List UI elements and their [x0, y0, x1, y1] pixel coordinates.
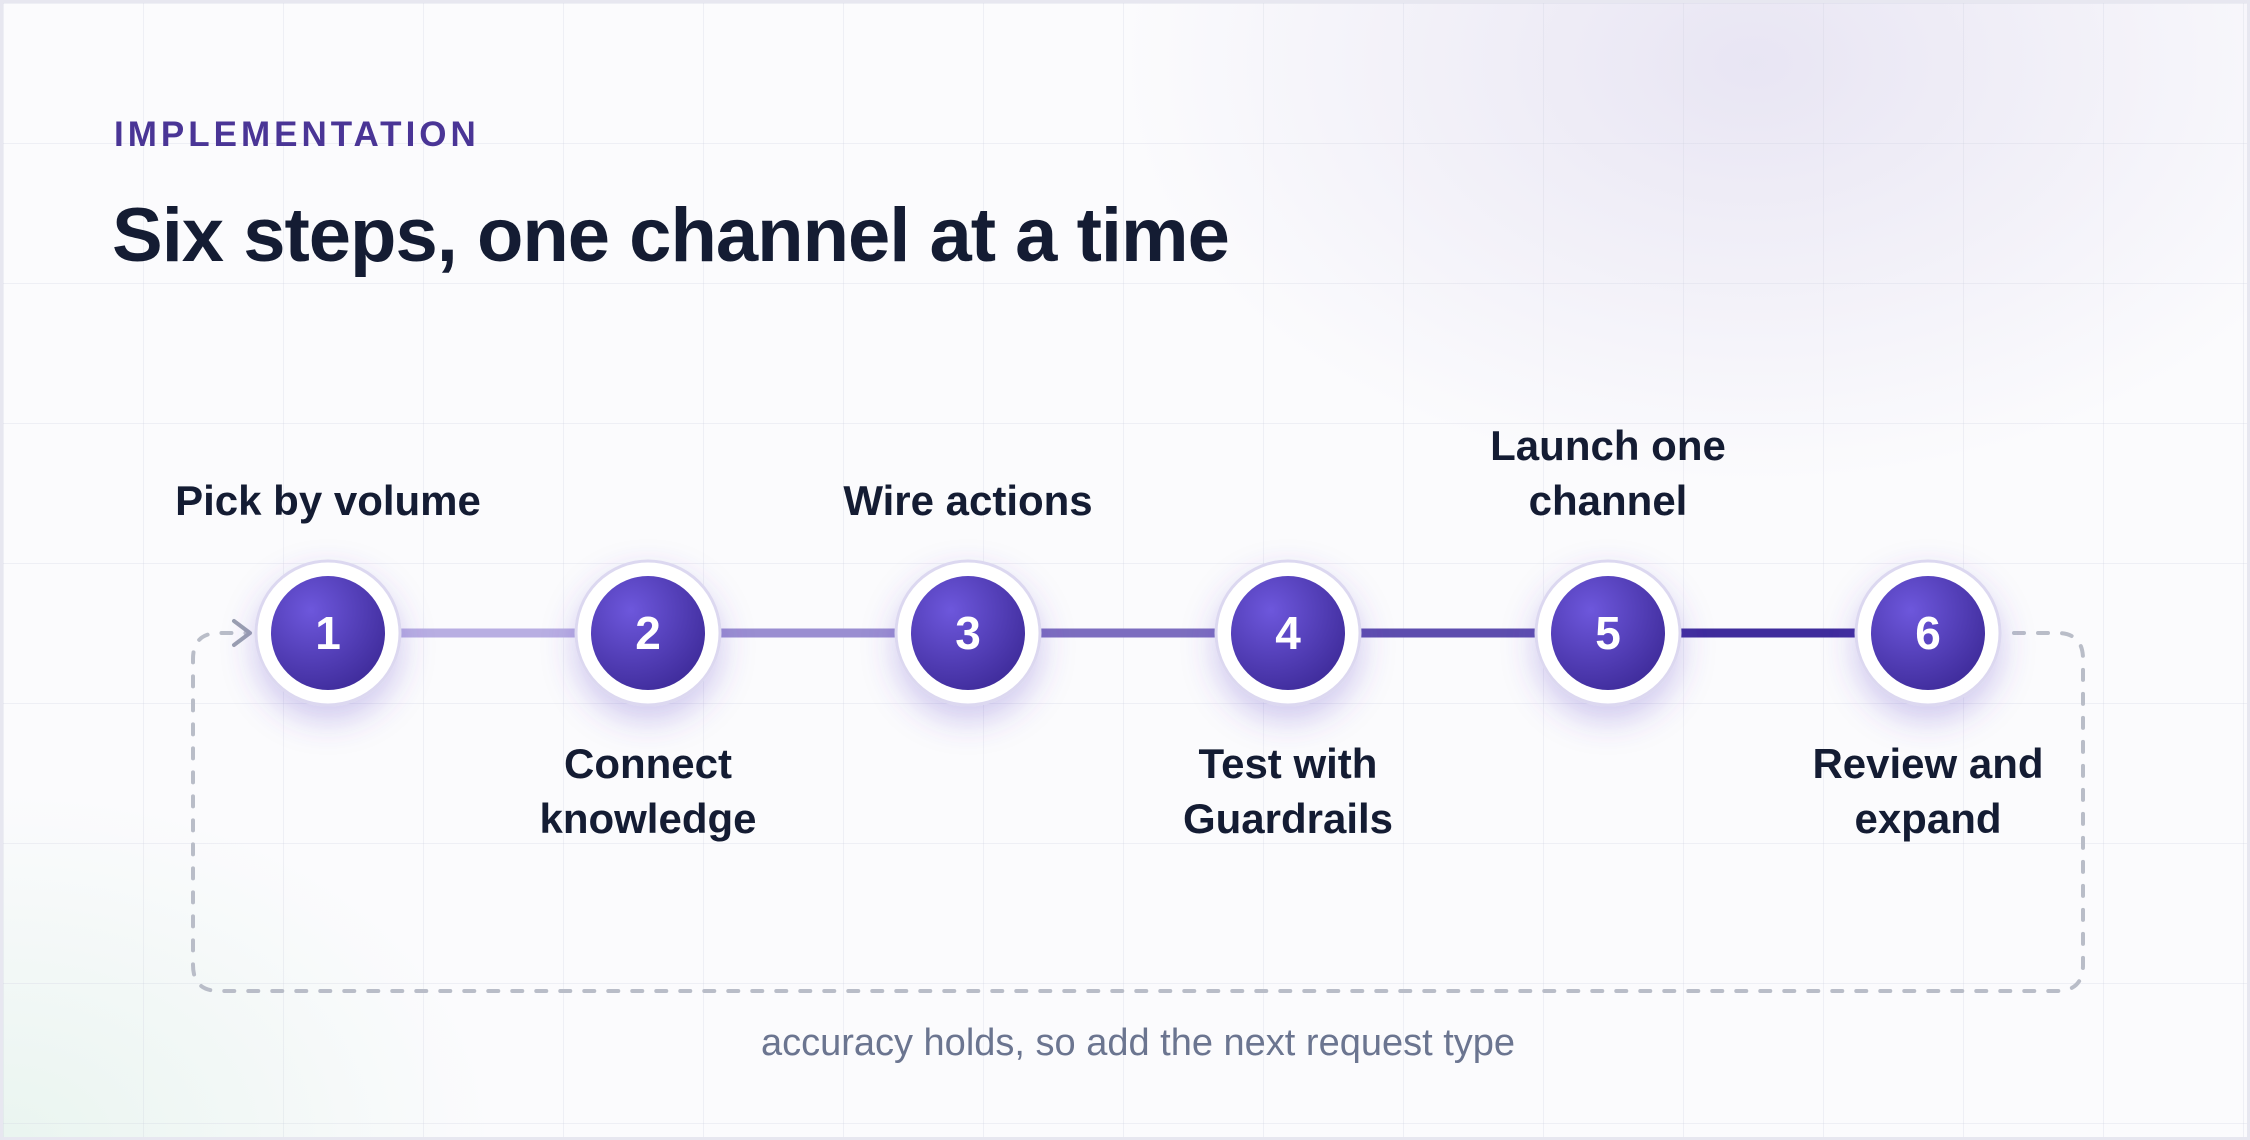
- step-label-line: expand: [1854, 795, 2002, 842]
- step-node: 1: [254, 559, 402, 707]
- step-label-line: Wire actions: [843, 477, 1093, 524]
- step-label: Launch one channel: [1418, 418, 1798, 528]
- step-label-line: Launch one: [1490, 422, 1726, 469]
- step-label-line: channel: [1528, 477, 1688, 524]
- step-label-line: Pick by volume: [175, 477, 481, 524]
- step-number: 4: [1275, 607, 1301, 659]
- step-number: 5: [1595, 607, 1621, 659]
- loop-caption: accuracy holds, so add the next request …: [760, 1022, 1516, 1064]
- step-node-fill: [911, 576, 1025, 690]
- step-label: Connect knowledge: [458, 736, 838, 846]
- step-label: Wire actions: [778, 473, 1158, 528]
- step-node-fill: [591, 576, 705, 690]
- step-node-fill: [1551, 576, 1665, 690]
- step-label-line: Review and: [1812, 740, 2044, 787]
- page-title: Six steps, one channel at a time: [112, 193, 1230, 278]
- step-label-line: Connect: [564, 740, 732, 787]
- step-node: 4: [1214, 559, 1362, 707]
- feedback-loop-arrowhead: [232, 619, 252, 647]
- feedback-loop-path: [191, 631, 2085, 993]
- step-label: Review and expand: [1738, 736, 2118, 846]
- step-node-fill: [1231, 576, 1345, 690]
- step-node: 2: [574, 559, 722, 707]
- process-diagram: 1 2 3 4 5 6: [191, 559, 2085, 993]
- step-label: Pick by volume: [138, 473, 518, 528]
- step-node: 5: [1534, 559, 1682, 707]
- step-number: 3: [955, 607, 981, 659]
- step-label-line: Guardrails: [1182, 795, 1394, 842]
- step-number: 1: [315, 607, 341, 659]
- section-eyebrow: IMPLEMENTATION: [114, 115, 480, 154]
- step-node-fill: [271, 576, 385, 690]
- step-label-line: knowledge: [539, 795, 757, 842]
- step-node: 3: [894, 559, 1042, 707]
- step-node-fill: [1871, 576, 1985, 690]
- step-number: 6: [1915, 607, 1941, 659]
- background-grid: [3, 3, 2247, 1137]
- step-node: 6: [1854, 559, 2002, 707]
- step-number: 2: [635, 607, 661, 659]
- step-label-line: Test with: [1198, 740, 1378, 787]
